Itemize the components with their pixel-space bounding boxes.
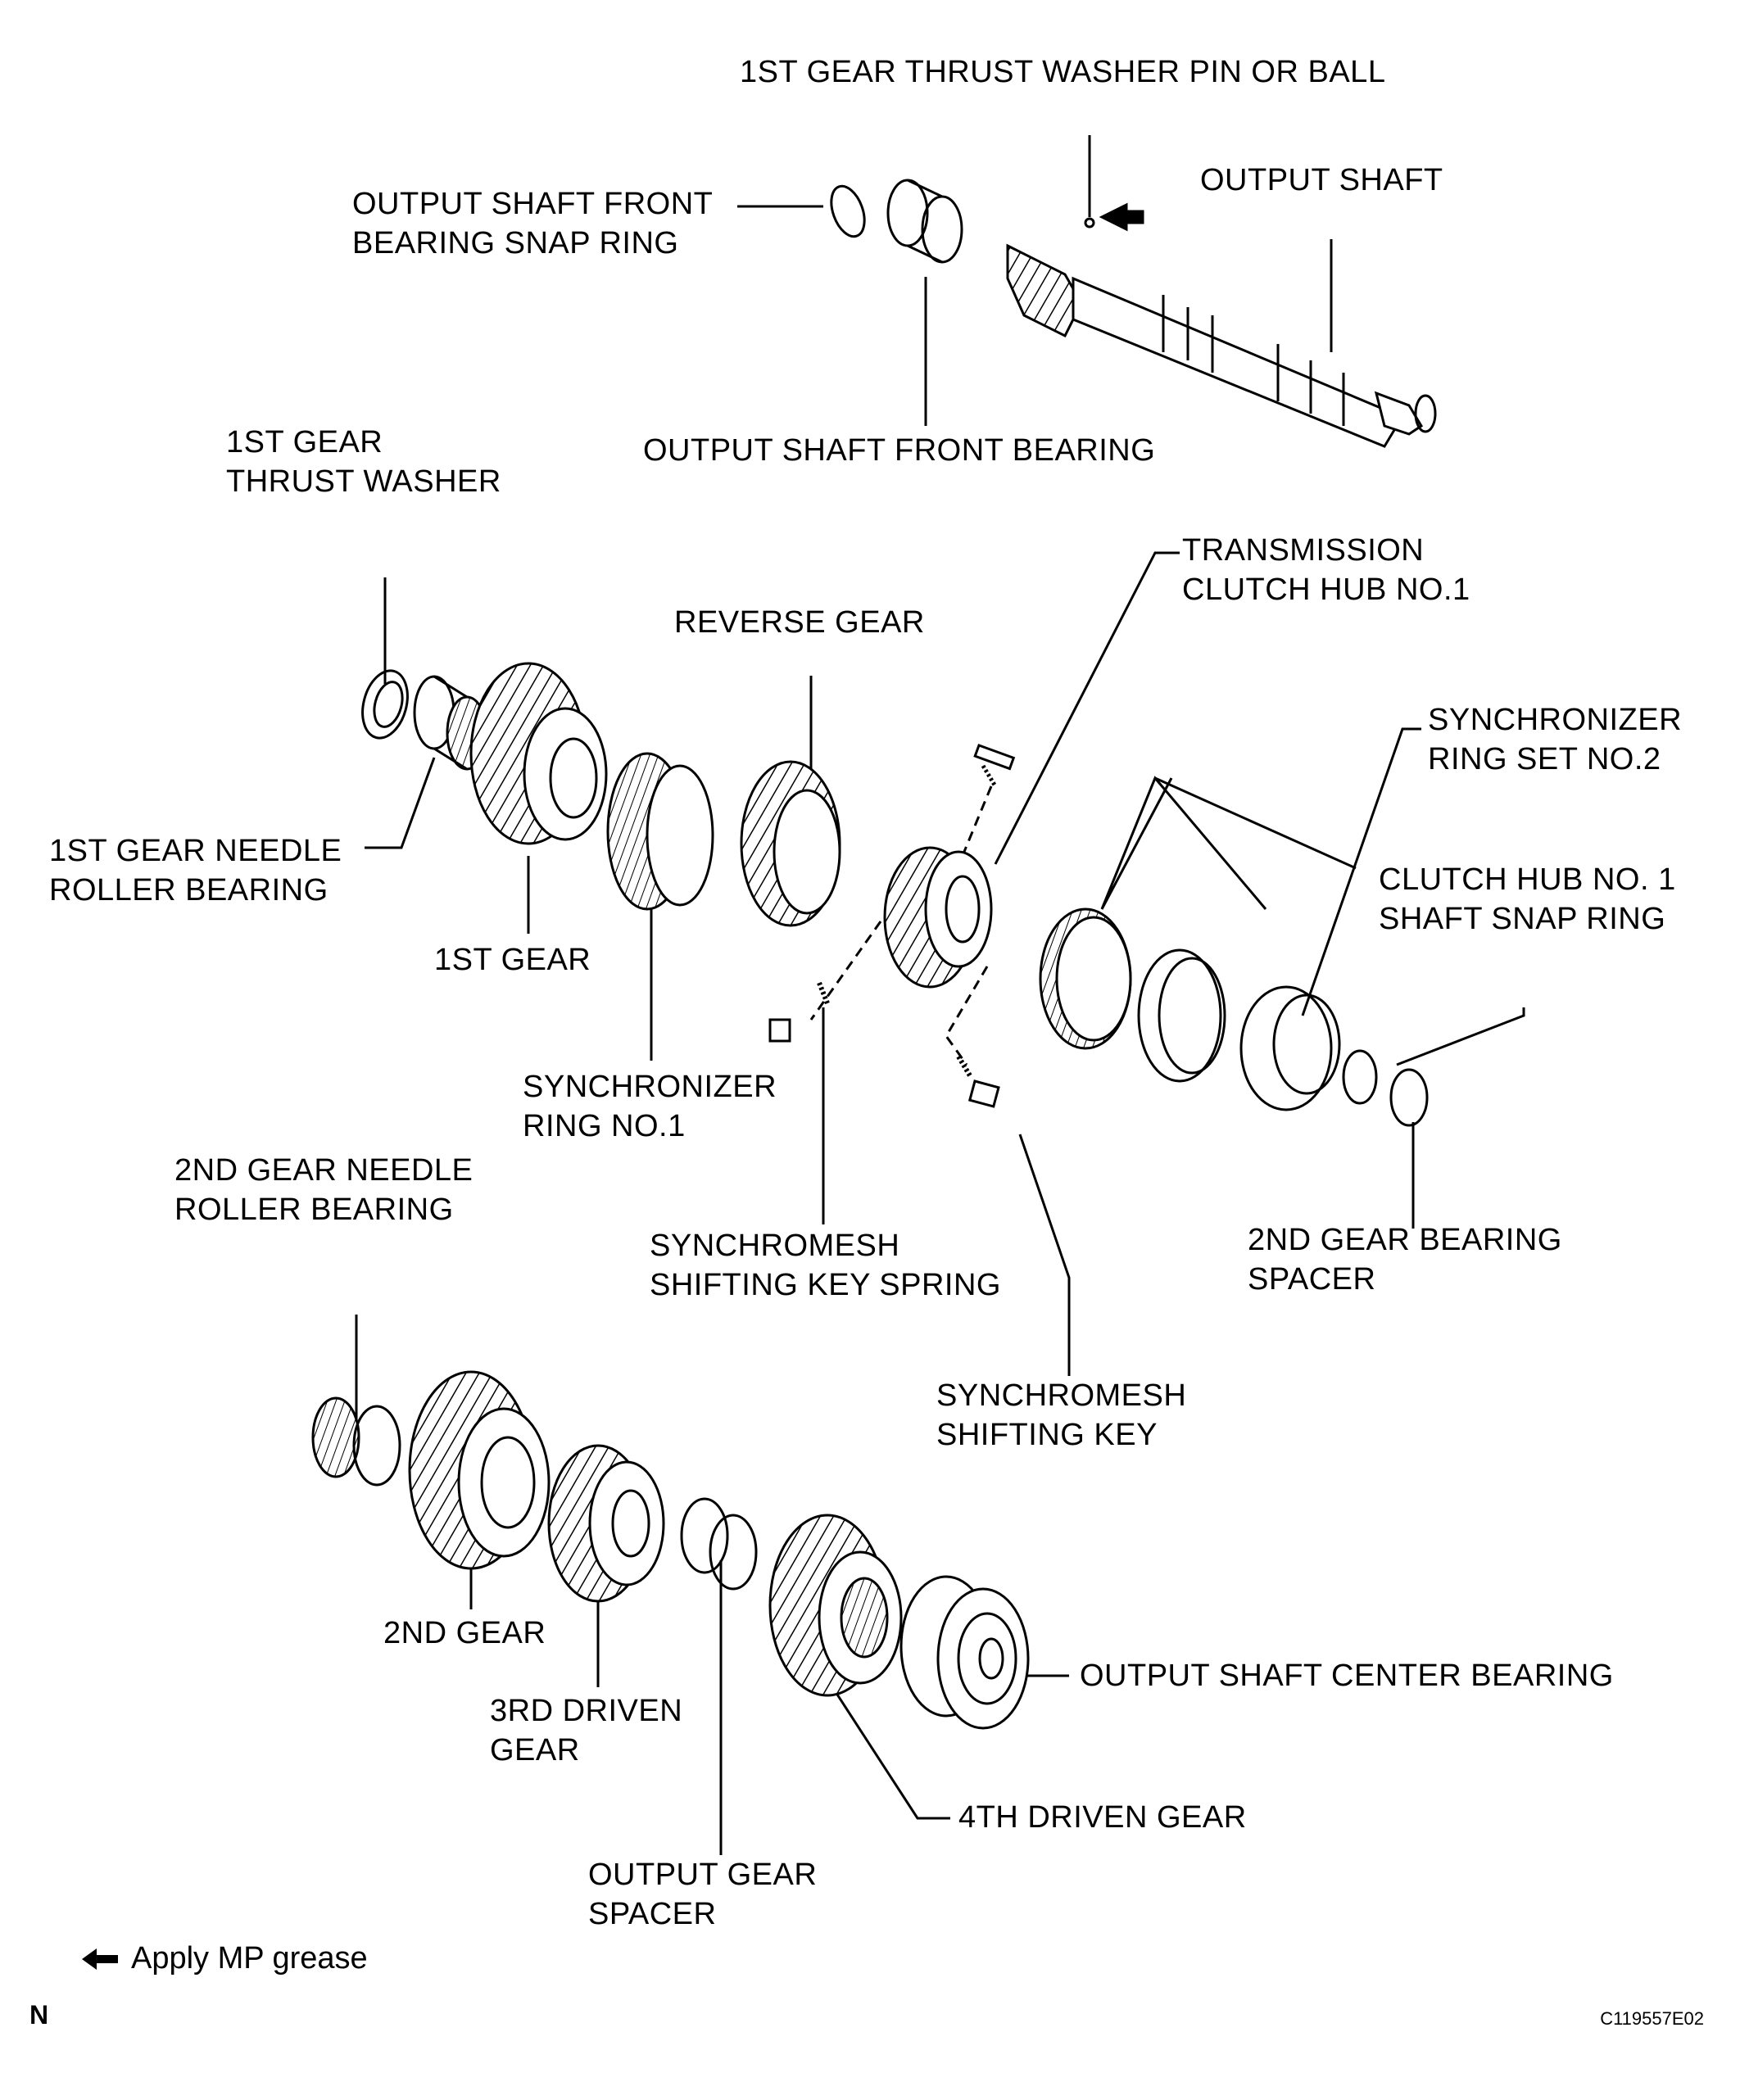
second-gear-spacer (1389, 1068, 1429, 1127)
grease-arrow-icon (1099, 202, 1144, 232)
label-front-bearing: OUTPUT SHAFT FRONT BEARING (643, 433, 1156, 468)
output-gear-spacer (680, 1497, 758, 1591)
reverse-gear (740, 760, 841, 927)
leader-sync-split (1100, 776, 1357, 910)
thrust-pin (1084, 217, 1095, 229)
key-spring-right (956, 1055, 973, 1079)
second-gear (408, 1370, 551, 1570)
needle-bearing-2nd (311, 1396, 401, 1487)
shifting-key-top (973, 744, 1016, 771)
legend: Apply MP grease (82, 1941, 368, 1976)
leader-sync-set (1301, 727, 1421, 1016)
output-shaft (1006, 243, 1437, 448)
dash-spring-left (809, 921, 882, 1021)
shifting-key-right (967, 1079, 1000, 1108)
thrust-washer (361, 669, 409, 740)
label-second-gear: 2ND GEAR (383, 1616, 546, 1650)
leader-hub-snap-ring (1396, 1007, 1525, 1066)
center-bearing (899, 1575, 1030, 1730)
legend-text: Apply MP grease (131, 1941, 368, 1976)
label-thrust-washer-pin: 1ST GEAR THRUST WASHER PIN OR BALL (740, 55, 1386, 89)
sync-ring-1 (606, 752, 714, 911)
sync-ring-set-2 (1039, 907, 1341, 1111)
third-driven-gear (547, 1444, 665, 1603)
label-first-gear: 1ST GEAR (434, 943, 591, 977)
hub-snap-ring (1342, 1049, 1378, 1105)
key-spring-left (817, 981, 830, 1005)
first-gear (469, 662, 608, 845)
shifting-key-left (768, 1018, 791, 1043)
front-snap-ring (830, 184, 866, 238)
fourth-driven-gear (768, 1514, 903, 1697)
leader-needle-1st (365, 757, 436, 849)
clutch-hub (883, 846, 993, 989)
leader-clutch-hub (994, 551, 1180, 865)
figure-code: C119557E02 (1600, 2008, 1704, 2029)
footer-mark: N (29, 2000, 49, 2030)
label-output-shaft: OUTPUT SHAFT (1200, 163, 1443, 197)
label-fourth-driven-gear: 4TH DRIVEN GEAR (958, 1800, 1247, 1835)
arrow-left-icon (82, 1948, 118, 1970)
leader-4th-gear (818, 1666, 950, 1820)
label-center-bearing: OUTPUT SHAFT CENTER BEARING (1080, 1659, 1614, 1693)
front-bearing (886, 179, 963, 264)
leader-shifting-key (1018, 1134, 1071, 1376)
label-reverse-gear: REVERSE GEAR (674, 605, 925, 640)
dash-spring-right (945, 966, 989, 1066)
